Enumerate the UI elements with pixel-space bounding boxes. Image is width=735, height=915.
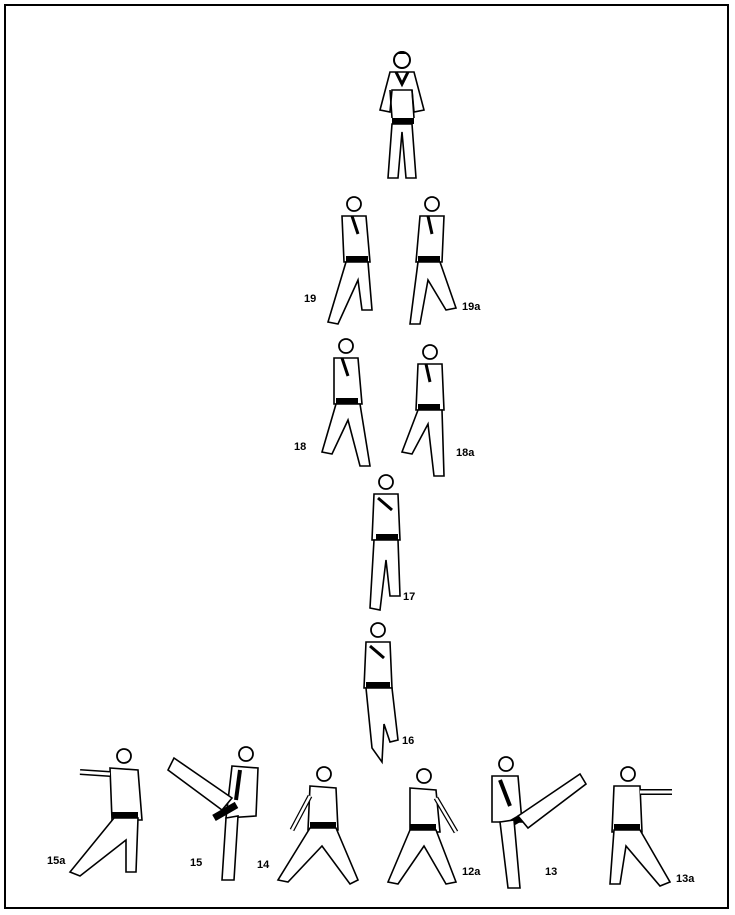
figure-label-15a: 15a — [47, 855, 66, 867]
figure-label-14: 14 — [257, 859, 270, 871]
figure-13 — [491, 756, 588, 889]
figure-15a — [68, 748, 143, 877]
figure-ready — [379, 51, 425, 179]
figure-label-18: 18 — [294, 441, 307, 453]
figure-12a — [386, 768, 459, 885]
figure-19a — [409, 196, 458, 325]
figure-13a — [609, 766, 672, 887]
figure-label-18a: 18a — [456, 447, 475, 459]
figure-label-13: 13 — [545, 866, 558, 878]
figure-18a — [400, 344, 445, 477]
figure-15 — [166, 746, 259, 881]
figure-14 — [276, 766, 360, 886]
figure-16 — [363, 622, 399, 765]
figure-18 — [320, 338, 371, 467]
figure-label-15: 15 — [190, 857, 203, 869]
figure-label-19a: 19a — [462, 301, 481, 313]
figure-17 — [369, 474, 401, 611]
figure-label-16: 16 — [402, 735, 415, 747]
figure-label-12a: 12a — [462, 866, 481, 878]
figure-label-17: 17 — [403, 591, 416, 603]
figure-19 — [326, 196, 373, 325]
figure-label-19: 19 — [304, 293, 317, 305]
figure-label-13a: 13a — [676, 873, 695, 885]
